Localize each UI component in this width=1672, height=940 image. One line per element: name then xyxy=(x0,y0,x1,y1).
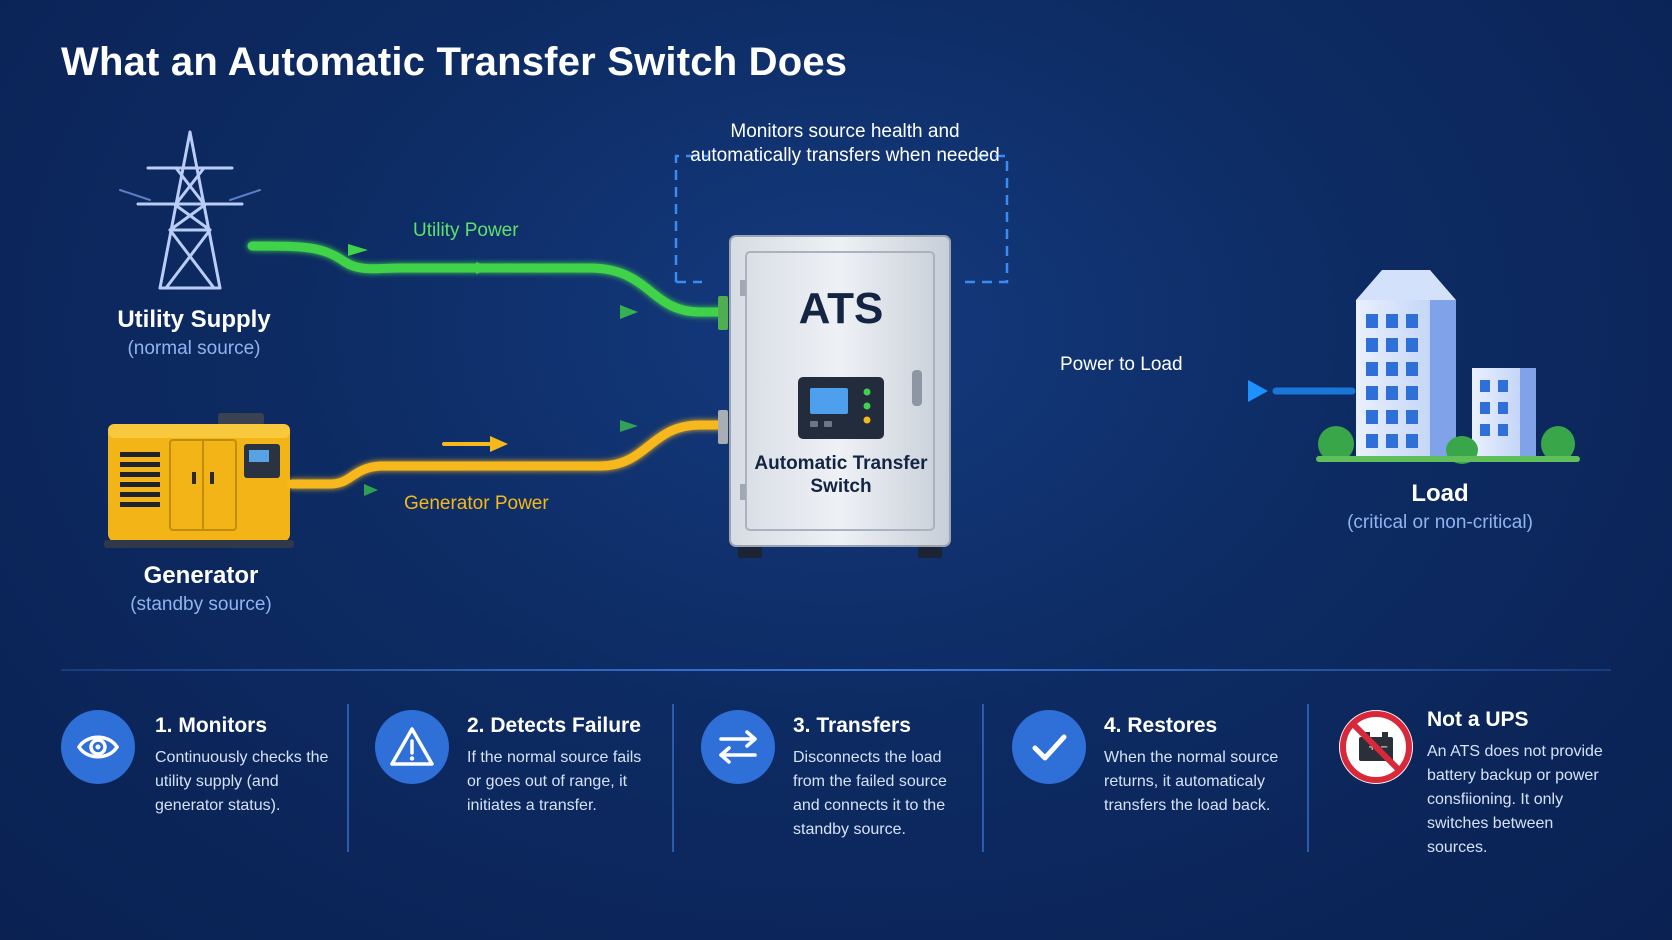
utility-supply-label: Utility Supply (normal source) xyxy=(94,306,294,360)
generator-arrow-icon xyxy=(490,436,508,452)
no-battery-icon: + − xyxy=(1339,710,1413,784)
step-separator xyxy=(347,704,349,852)
step-title: 4. Restores xyxy=(1104,714,1218,737)
generator-sub: (standby source) xyxy=(130,594,272,615)
checkmark-icon xyxy=(1012,710,1086,784)
utility-arrow-icon xyxy=(348,244,368,256)
utility-power-line xyxy=(247,241,725,317)
svg-text:+: + xyxy=(1368,742,1376,753)
load-name: Load xyxy=(1411,480,1469,507)
monitor-bracket xyxy=(964,154,1009,284)
step-title: 2. Detects Failure xyxy=(467,714,641,737)
generator-label: Generator (standby source) xyxy=(101,562,301,616)
step-restores: 4. Restores When the normal source retur… xyxy=(1006,700,1306,855)
svg-text:−: − xyxy=(1380,742,1388,753)
steps-row: 1. Monitors Continuously checks the util… xyxy=(55,700,1635,860)
step-transfers: 3. Transfers Disconnects the load from t… xyxy=(695,700,995,855)
generator-icon xyxy=(104,413,294,548)
step-title: 3. Transfers xyxy=(793,714,911,737)
ats-title: ATS xyxy=(798,284,884,333)
step-separator xyxy=(1307,704,1309,852)
ats-cabinet xyxy=(718,235,951,558)
load-arrow-icon xyxy=(1248,380,1268,402)
utility-power-label: Utility Power xyxy=(413,220,519,241)
step-title: 1. Monitors xyxy=(155,714,268,737)
utility-arrow-icon xyxy=(476,262,492,274)
step-not-a-ups: + − Not a UPS An ATS does not provide ba… xyxy=(1333,700,1633,856)
step-separator xyxy=(982,704,984,852)
monitor-bracket xyxy=(674,154,708,282)
step-text: Continuously checks the utility supply (… xyxy=(155,749,329,814)
step-text: Disconnects the load from the failed sou… xyxy=(793,749,947,838)
load-sub: (critical or non-critical) xyxy=(1347,512,1533,533)
utility-tower-icon xyxy=(119,130,261,290)
generator-power-label: Generator Power xyxy=(404,493,549,514)
step-detects-failure: 2. Detects Failure If the normal source … xyxy=(369,700,669,855)
building-icon xyxy=(1316,270,1580,464)
load-label: Load (critical or non-critical) xyxy=(1310,480,1570,534)
warning-icon xyxy=(375,710,449,784)
utility-supply-name: Utility Supply xyxy=(117,306,271,333)
monitor-note: Monitors source health and automatically… xyxy=(690,121,1000,166)
section-divider xyxy=(61,669,1611,671)
ats-subtitle: Automatic Transfer Switch xyxy=(754,453,928,497)
step-text: When the normal source returns, it autom… xyxy=(1104,749,1279,814)
swap-arrows-icon xyxy=(701,710,775,784)
step-title: Not a UPS xyxy=(1427,708,1529,731)
utility-supply-sub: (normal source) xyxy=(127,338,261,359)
power-to-load-label: Power to Load xyxy=(1060,354,1183,375)
eye-icon xyxy=(61,710,135,784)
utility-arrow-icon xyxy=(620,305,638,319)
generator-power-line xyxy=(287,420,725,489)
step-text: If the normal source fails or goes out o… xyxy=(467,749,642,814)
generator-name: Generator xyxy=(143,562,259,589)
step-monitors: 1. Monitors Continuously checks the util… xyxy=(55,700,345,855)
step-separator xyxy=(672,704,674,852)
page-title: What an Automatic Transfer Switch Does xyxy=(61,40,848,84)
step-text: An ATS does not provide battery backup o… xyxy=(1427,743,1603,856)
